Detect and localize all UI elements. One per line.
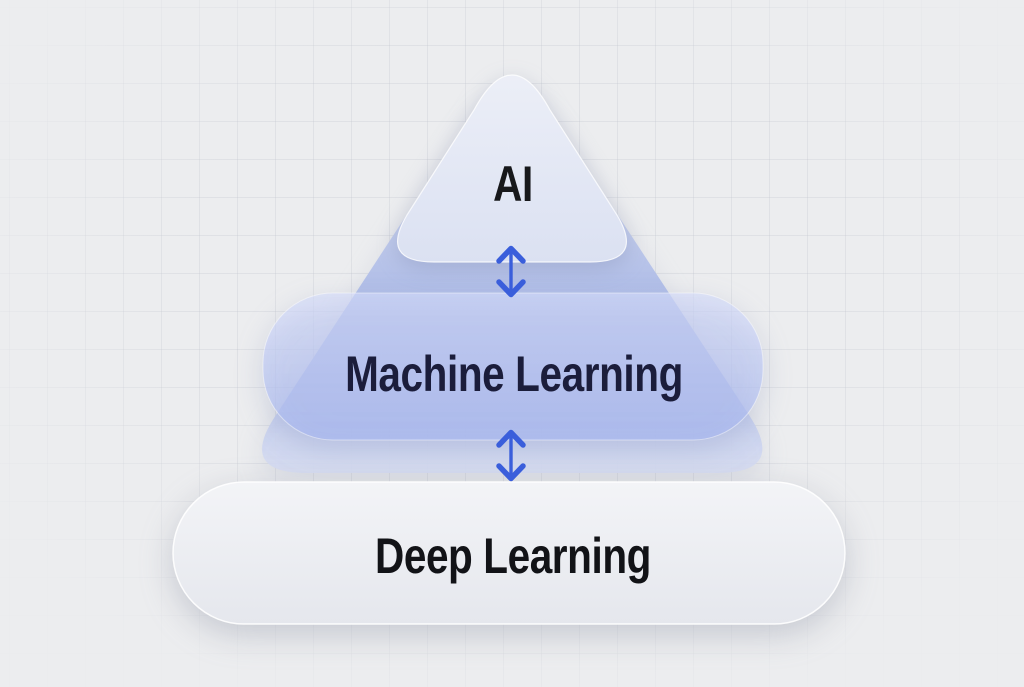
- machine-learning-node-label: Machine Learning: [345, 346, 683, 402]
- double-arrow-icon: [496, 429, 526, 482]
- double-arrow-icon: [496, 245, 526, 298]
- ai-node-label: AI: [493, 156, 533, 212]
- deep-learning-node-label: Deep Learning: [374, 528, 652, 584]
- deep-learning-node-shape: [172, 481, 846, 625]
- ai-node-shape: [397, 74, 627, 263]
